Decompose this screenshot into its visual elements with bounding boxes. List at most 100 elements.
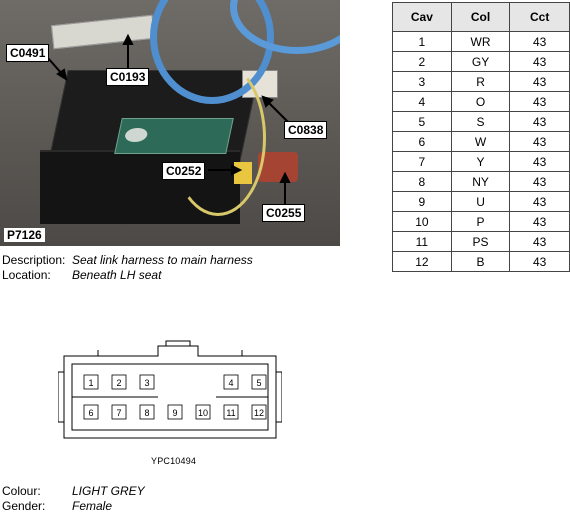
cell-cct: 43 xyxy=(509,31,570,52)
cavity-number: 6 xyxy=(88,408,93,418)
cell-col: S xyxy=(450,111,511,132)
connector-photo: C0491 C0193 C0838 C0252 C0255 P7126 xyxy=(0,0,340,246)
cell-cav: 6 xyxy=(392,131,452,152)
gender-line: Gender: Female xyxy=(2,499,112,513)
gender-label: Gender: xyxy=(2,499,46,513)
cavity-bottom-3: 8 xyxy=(139,404,155,420)
cell-col: NY xyxy=(450,171,511,192)
cavity-number: 10 xyxy=(198,408,208,418)
cavity-top-3: 3 xyxy=(139,374,155,390)
cell-cav: 12 xyxy=(392,251,452,272)
cell-cct: 43 xyxy=(509,251,570,272)
cell-col: W xyxy=(450,131,511,152)
cell-col: B xyxy=(450,251,511,272)
cell-cct: 43 xyxy=(509,211,570,232)
cavity-number: 11 xyxy=(226,408,235,418)
cell-col: P xyxy=(450,211,511,232)
cavity-number: 4 xyxy=(228,378,233,388)
cell-cav: 10 xyxy=(392,211,452,232)
cell-cct: 43 xyxy=(509,151,570,172)
location-label: Location: xyxy=(2,268,51,282)
left-side-rail xyxy=(58,371,65,423)
colour-label: Colour: xyxy=(2,484,41,498)
callout-c0491: C0491 xyxy=(6,44,50,62)
cell-cct: 43 xyxy=(509,51,570,72)
description-line: Description: Seat link harness to main ha… xyxy=(2,253,253,267)
header-cct: Cct xyxy=(509,2,570,32)
cavity-number: 8 xyxy=(144,408,149,418)
latch-tab xyxy=(165,340,191,347)
cell-cct: 43 xyxy=(509,91,570,112)
location-line: Location: Beneath LH seat xyxy=(2,268,161,282)
cell-cct: 43 xyxy=(509,171,570,192)
cell-col: WR xyxy=(450,31,511,52)
cavity-bottom-4: 9 xyxy=(167,404,183,420)
colour-line: Colour: LIGHT GREY xyxy=(2,484,145,498)
cell-col: R xyxy=(450,71,511,92)
cell-col: O xyxy=(450,91,511,112)
cavity-number: 9 xyxy=(172,408,177,418)
cell-cav: 9 xyxy=(392,191,452,212)
description-value: Seat link harness to main harness xyxy=(72,253,253,267)
cavity-number: 7 xyxy=(116,408,121,418)
cell-cav: 11 xyxy=(392,231,452,252)
cell-cav: 2 xyxy=(392,51,452,72)
cavity-number: 1 xyxy=(88,378,93,388)
colour-value: LIGHT GREY xyxy=(72,484,145,498)
cell-cct: 43 xyxy=(509,191,570,212)
cavity-bottom-5: 10 xyxy=(195,404,211,420)
cavity-top-5: 5 xyxy=(251,374,267,390)
header-col: Col xyxy=(450,2,511,32)
callout-c0255: C0255 xyxy=(262,204,306,222)
cell-col: U xyxy=(450,191,511,212)
cavity-number: 12 xyxy=(254,408,264,418)
cell-cav: 3 xyxy=(392,71,452,92)
cavity-bottom-7: 12 xyxy=(251,404,267,420)
cavity-number: 2 xyxy=(116,378,121,388)
cavity-top-1: 1 xyxy=(83,374,99,390)
figure-id: YPC10494 xyxy=(151,456,197,466)
cell-cct: 43 xyxy=(509,231,570,252)
cell-col: GY xyxy=(450,51,511,72)
cell-cct: 43 xyxy=(509,131,570,152)
header-cav: Cav xyxy=(392,2,452,32)
cell-cct: 43 xyxy=(509,111,570,132)
cavity-top-2: 2 xyxy=(111,374,127,390)
cell-cav: 8 xyxy=(392,171,452,192)
housing-outline xyxy=(63,345,277,439)
cell-col: PS xyxy=(450,231,511,252)
cell-cav: 4 xyxy=(392,91,452,112)
cavity-number: 5 xyxy=(256,378,261,388)
table-header-row: Cav Col Cct xyxy=(392,2,570,32)
right-side-rail xyxy=(275,371,282,423)
description-label: Description: xyxy=(2,253,66,267)
cavity-bottom-1: 6 xyxy=(83,404,99,420)
cavity-top-4: 4 xyxy=(223,374,239,390)
callout-arrows xyxy=(47,33,291,204)
cavity-bottom-2: 7 xyxy=(111,404,127,420)
cell-cav: 7 xyxy=(392,151,452,172)
cavity-number: 3 xyxy=(144,378,149,388)
photo-tag: P7126 xyxy=(4,228,45,242)
cell-cct: 43 xyxy=(509,71,570,92)
yellow-wire xyxy=(170,60,266,216)
callout-c0838: C0838 xyxy=(284,121,328,139)
gender-value: Female xyxy=(72,499,113,513)
location-value: Beneath LH seat xyxy=(72,268,162,282)
cavity-bottom-6: 11 xyxy=(223,404,239,420)
